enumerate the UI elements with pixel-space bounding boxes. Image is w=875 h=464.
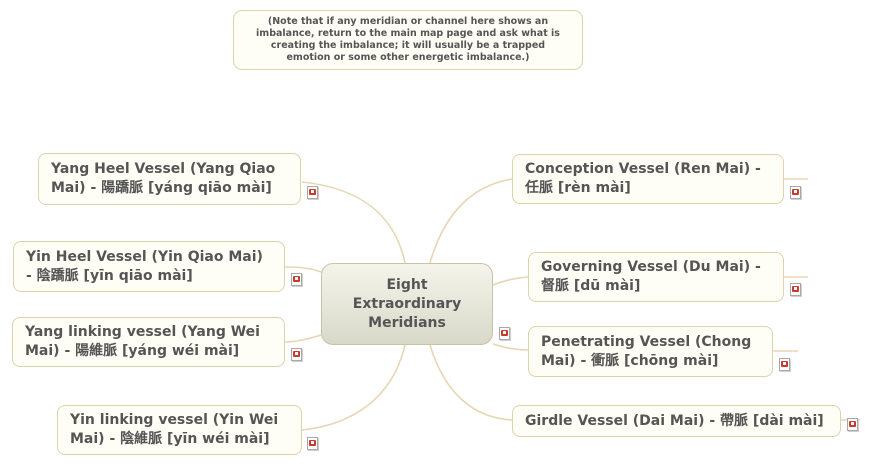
connector-yang-heel [301, 181, 406, 264]
imbalance-note: (Note that if any meridian or channel he… [233, 10, 583, 70]
node-label: Yin linking vessel (Yin Wei Mai) - 陰維脈 [… [70, 412, 279, 447]
connector-yin-linking [301, 344, 406, 431]
connector-penetrating [492, 343, 529, 351]
connector-governing [492, 276, 529, 286]
node-label: Yang Heel Vessel (Yang Qiao Mai) - 陽蹻脈 [… [51, 161, 276, 196]
node-yang-linking-vessel[interactable]: Yang linking vessel (Yang Wei Mai) - 陽維脈… [12, 317, 285, 367]
connector-yang-linking [284, 334, 322, 343]
node-label: Penetrating Vessel (Chong Mai) - 衝脈 [chō… [541, 333, 752, 369]
note-icon[interactable] [291, 273, 302, 286]
note-icon[interactable] [779, 358, 790, 371]
note-icon[interactable] [499, 327, 510, 340]
note-icon[interactable] [291, 348, 302, 361]
connector-conception [429, 178, 513, 264]
node-label: Yang linking vessel (Yang Wei Mai) - 陽維脈… [25, 324, 260, 359]
node-penetrating-vessel[interactable]: Penetrating Vessel (Chong Mai) - 衝脈 [chō… [528, 326, 773, 377]
node-label: Governing Vessel (Du Mai) - 督脈 [dū mài] [541, 259, 761, 294]
connector-girdle [429, 344, 513, 421]
node-governing-vessel[interactable]: Governing Vessel (Du Mai) - 督脈 [dū mài] [528, 252, 784, 302]
node-label: Yin Heel Vessel (Yin Qiao Mai) - 陰蹻脈 [yī… [26, 248, 263, 284]
note-icon[interactable] [307, 186, 318, 199]
node-label: Conception Vessel (Ren Mai) - 任脈 [rèn mà… [525, 161, 761, 196]
node-girdle-vessel[interactable]: Girdle Vessel (Dai Mai) - 帶脈 [dài mài] [512, 405, 841, 437]
node-conception-vessel[interactable]: Conception Vessel (Ren Mai) - 任脈 [rèn mà… [512, 154, 784, 204]
node-yin-heel-vessel[interactable]: Yin Heel Vessel (Yin Qiao Mai) - 陰蹻脈 [yī… [13, 241, 285, 292]
node-label: Girdle Vessel (Dai Mai) - 帶脈 [dài mài] [525, 412, 824, 429]
note-icon[interactable] [847, 418, 858, 431]
connector-yin-heel [284, 266, 322, 273]
central-topic[interactable]: Eight Extraordinary Meridians [321, 263, 493, 345]
note-icon[interactable] [790, 186, 801, 199]
node-yang-heel-vessel[interactable]: Yang Heel Vessel (Yang Qiao Mai) - 陽蹻脈 [… [38, 153, 301, 205]
note-icon[interactable] [790, 283, 801, 296]
node-yin-linking-vessel[interactable]: Yin linking vessel (Yin Wei Mai) - 陰維脈 [… [57, 405, 302, 455]
note-icon[interactable] [307, 437, 318, 450]
